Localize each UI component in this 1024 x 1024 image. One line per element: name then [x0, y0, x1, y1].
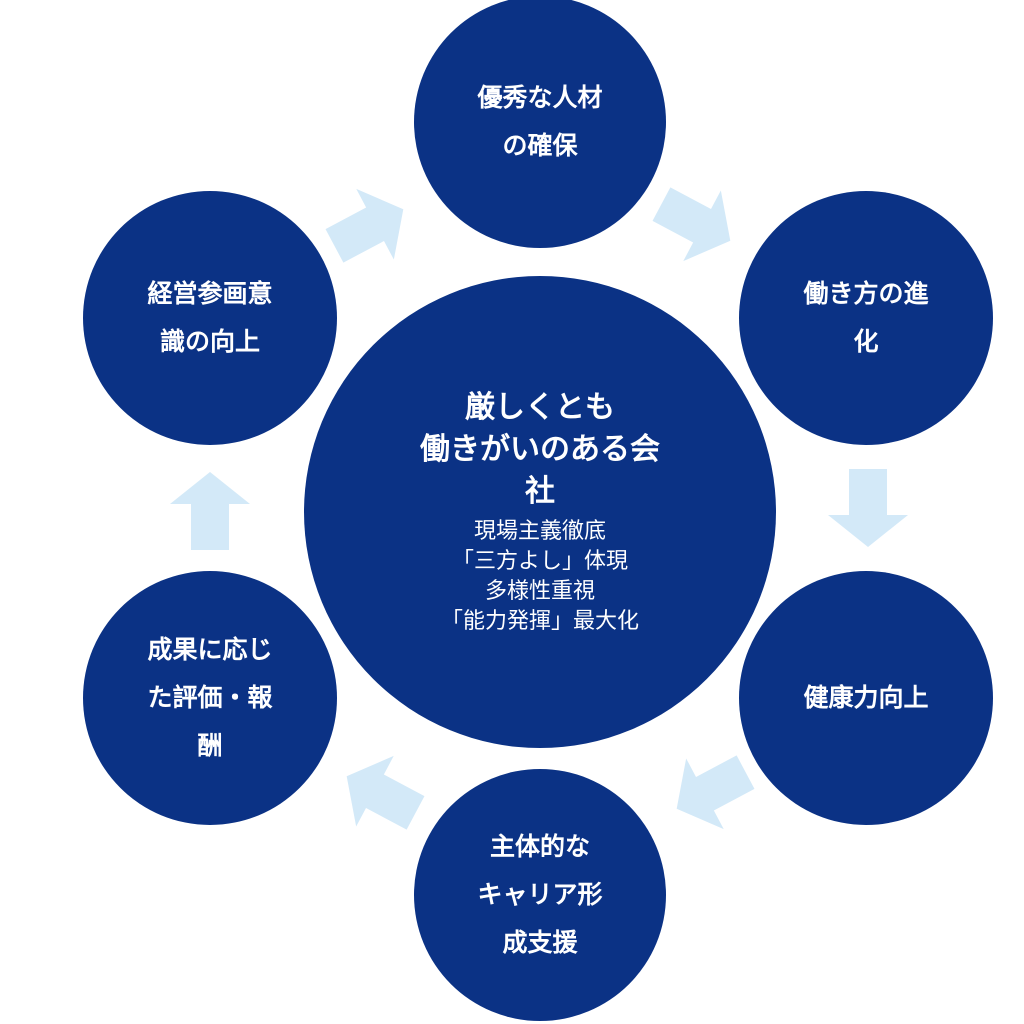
- center-point: 「能力発揮」最大化: [440, 609, 639, 634]
- center-title: 厳しくとも 働きがいのある会 社: [420, 390, 660, 509]
- center-point: 多様性重視: [484, 579, 595, 604]
- center-content: 厳しくとも 働きがいのある会 社 現場主義徹底 「三方よし」体現 多様性重視 「…: [305, 277, 775, 747]
- node-health: 健康力向上: [803, 683, 929, 712]
- arrow-icon: [828, 469, 908, 547]
- arrow-icon: [676, 755, 755, 830]
- node-circle-workstyle: [739, 191, 993, 445]
- arrow-icon: [325, 188, 404, 263]
- center-circle: [304, 276, 776, 748]
- node-circle-management: [83, 191, 337, 445]
- arrow-icon: [652, 187, 731, 262]
- arrow-icon: [170, 472, 250, 550]
- center-point: 現場主義徹底: [473, 519, 606, 544]
- node-workstyle: 働き方の進 化: [803, 279, 929, 356]
- center-point: 「三方よし」体現: [451, 549, 628, 574]
- node-circle-career: [414, 769, 666, 1021]
- node-management: 経営参画意 識の向上: [147, 279, 273, 356]
- node-circle-evaluation: [83, 571, 337, 825]
- node-circle-talent: [414, 0, 666, 248]
- node-career: 主体的な キャリア形 成支援: [477, 832, 603, 957]
- node-talent: 優秀な人材 の確保: [477, 83, 603, 160]
- arrow-icon: [346, 755, 425, 830]
- node-evaluation: 成果に応じ た評価・報 酬: [147, 635, 273, 760]
- node-circle-health: [739, 571, 993, 825]
